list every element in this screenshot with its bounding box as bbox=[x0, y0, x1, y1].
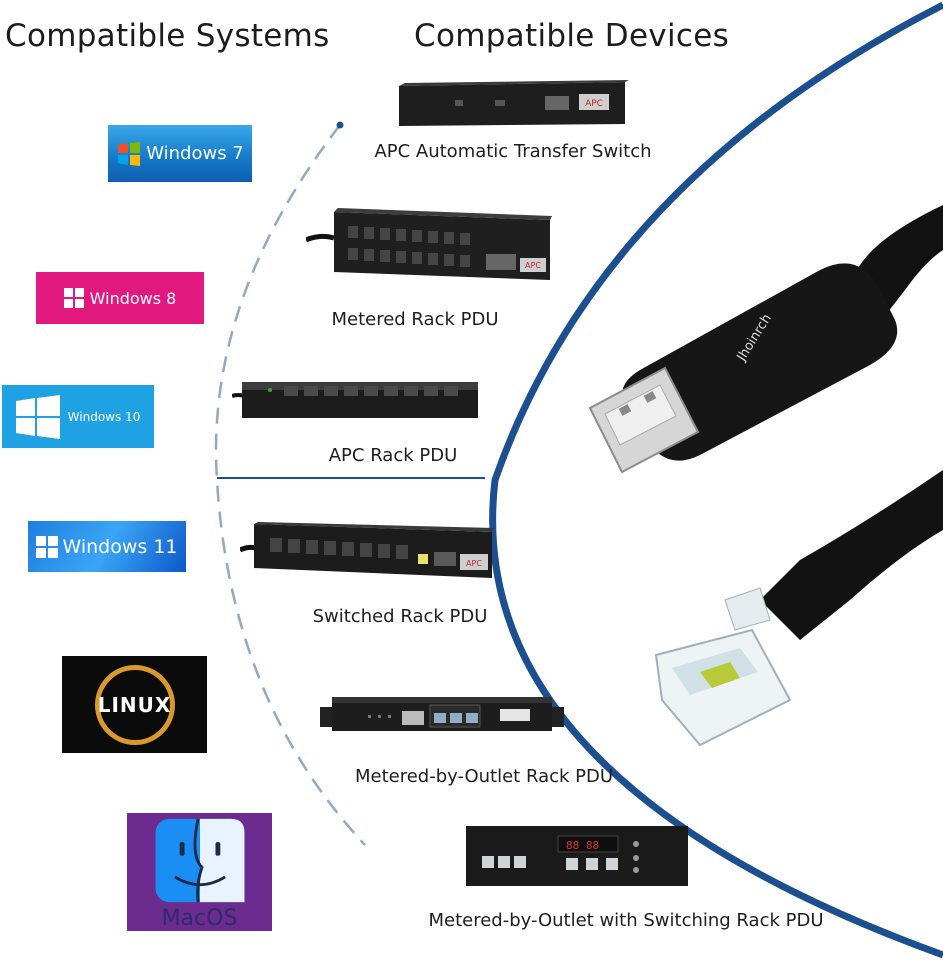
metered-pdu-image: APC bbox=[306, 208, 552, 280]
device-label-ats: APC Automatic Transfer Switch bbox=[374, 141, 652, 162]
device-label-metered-outlet-switching: Metered-by-Outlet with Switching Rack PD… bbox=[428, 910, 824, 931]
svg-text:APC: APC bbox=[466, 559, 482, 568]
windows-10-label: Windows 10 bbox=[67, 409, 141, 424]
windows-8-label: Windows 8 bbox=[89, 288, 177, 308]
device-label-apc-rack: APC Rack PDU bbox=[328, 445, 458, 466]
blue-arc bbox=[489, 1, 943, 959]
finder-face-icon bbox=[155, 818, 244, 903]
windows-11-logo: Windows 11 bbox=[28, 521, 186, 572]
svg-text:APC: APC bbox=[525, 261, 541, 270]
linux-ring-icon: LINUX bbox=[94, 664, 175, 745]
windows-8-logo: Windows 8 bbox=[36, 272, 204, 324]
switched-pdu-image: APC bbox=[240, 522, 494, 578]
dashed-arc bbox=[214, 124, 366, 846]
windows-tile-icon bbox=[63, 288, 84, 308]
macos-label: MacOS bbox=[161, 906, 238, 931]
ats-device-image: APC bbox=[399, 80, 629, 126]
svg-text:88 88: 88 88 bbox=[566, 839, 599, 852]
windows-11-label: Windows 11 bbox=[62, 535, 178, 558]
windows-tile-icon bbox=[36, 535, 59, 558]
macos-logo: MacOS bbox=[127, 813, 272, 931]
metered-outlet-pdu-image bbox=[320, 697, 564, 731]
linux-logo: LINUX bbox=[62, 656, 207, 753]
linux-label: LINUX bbox=[97, 692, 172, 717]
compatible-systems-heading: Compatible Systems bbox=[5, 18, 330, 54]
apc-rack-pdu-image bbox=[232, 382, 478, 418]
device-label-metered: Metered Rack PDU bbox=[331, 309, 499, 330]
windows-7-label: Windows 7 bbox=[146, 143, 244, 164]
device-label-metered-outlet: Metered-by-Outlet Rack PDU bbox=[354, 766, 614, 787]
metered-outlet-switching-pdu-image: 88 88 bbox=[466, 826, 688, 886]
svg-text:APC: APC bbox=[585, 99, 603, 109]
windows-flag-icon bbox=[118, 141, 141, 166]
windows-10-logo: Windows 10 bbox=[2, 385, 154, 448]
compatible-devices-heading: Compatible Devices bbox=[414, 18, 730, 54]
device-label-switched: Switched Rack PDU bbox=[312, 606, 488, 627]
windows-7-logo: Windows 7 bbox=[108, 125, 252, 182]
arc-dot bbox=[336, 121, 344, 129]
windows-tile-icon bbox=[15, 394, 60, 439]
